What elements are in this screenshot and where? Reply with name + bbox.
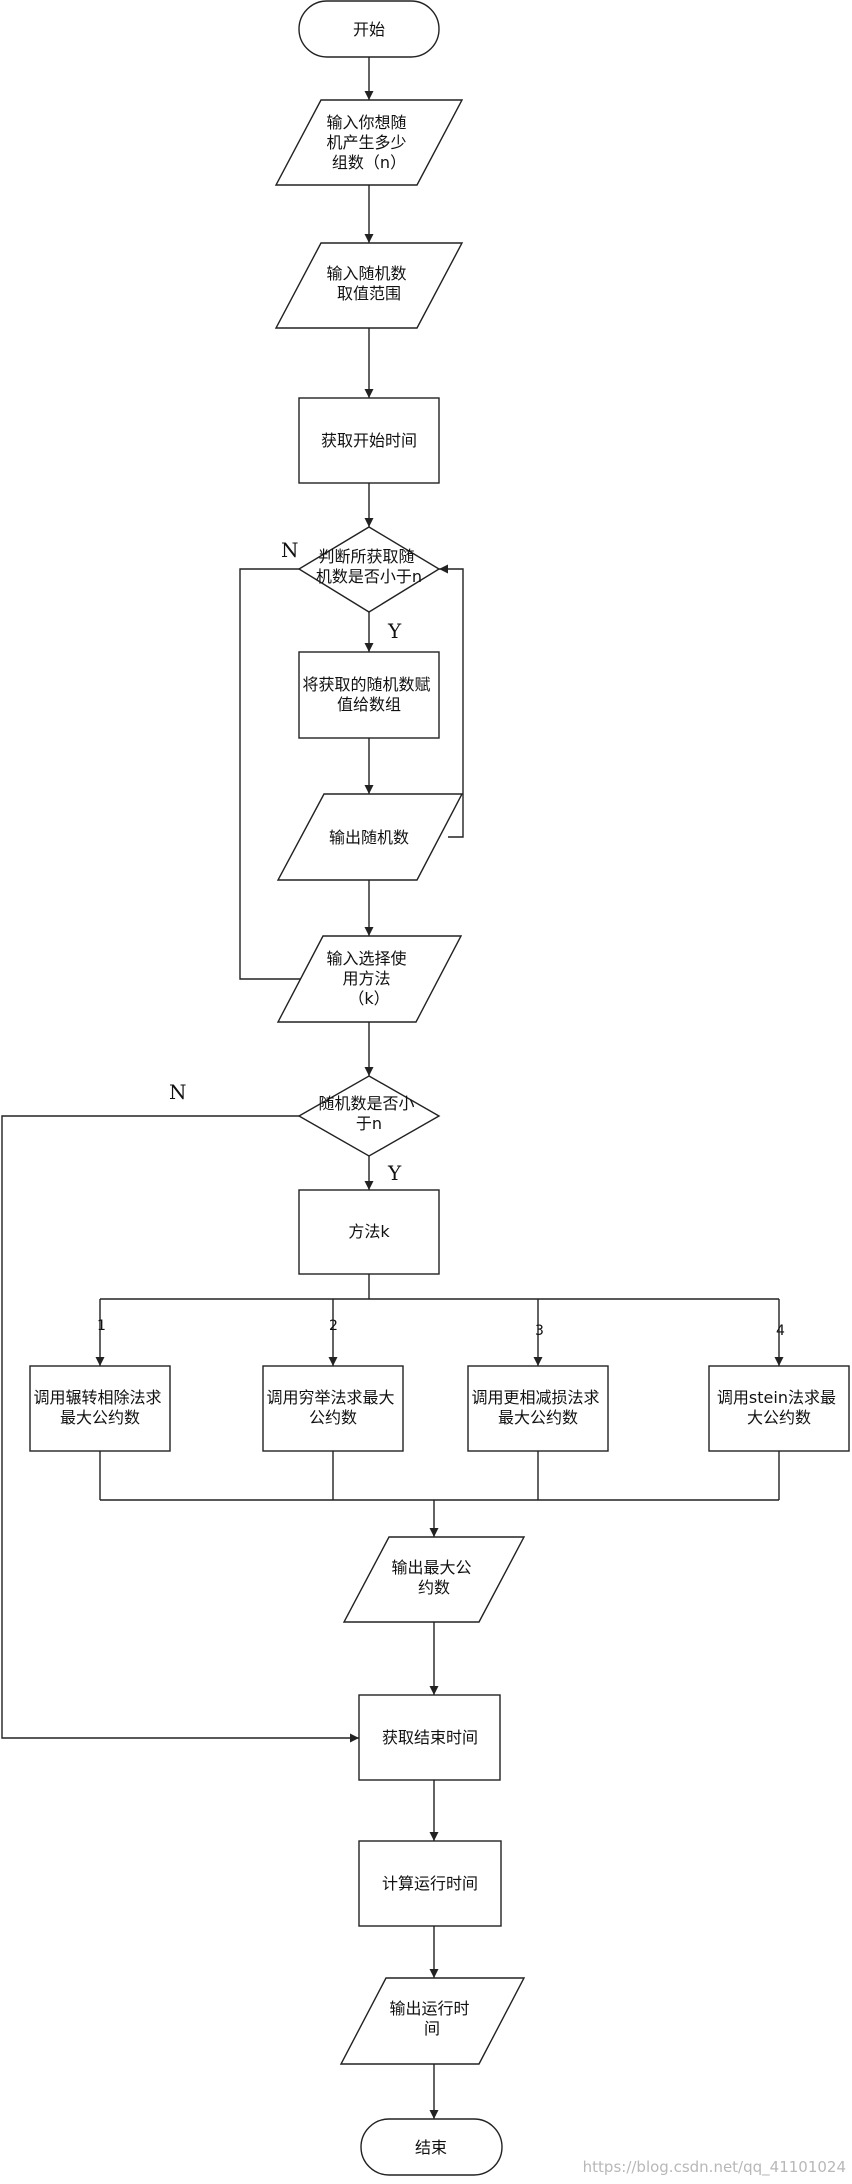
- node-assign-array: 将获取的随机数赋 值给数组: [298, 651, 440, 739]
- node-output-random: 输出随机数: [276, 793, 464, 881]
- node-calc-runtime: 计算运行时间: [358, 1840, 502, 1927]
- edges: [1, 57, 784, 2119]
- label-line: 调用穷举法求最大: [266, 1388, 394, 1407]
- check-yes-label: Y: [387, 1161, 402, 1185]
- label-line: 机产生多少: [326, 133, 406, 152]
- edge-loop-back: [439, 564, 464, 838]
- node-method-4-label: 调用stein法求最 大公约数: [717, 1388, 841, 1427]
- label-line: 取值范围: [337, 284, 401, 303]
- node-get-start-time-label: 获取开始时间: [321, 431, 417, 450]
- edge-check-no-to-end-time: [1, 1115, 359, 1743]
- node-get-end-time-label: 获取结束时间: [382, 1728, 478, 1747]
- node-get-start-time: 获取开始时间: [298, 397, 440, 484]
- label-line: 输出运行时: [389, 1999, 469, 2018]
- label-line: 输入你想随: [326, 113, 406, 132]
- loop-yes-label: Y: [387, 619, 402, 643]
- label-line: 机数是否小于n: [316, 567, 422, 586]
- node-decide-count: 判断所获取随 机数是否小于n: [297, 526, 441, 613]
- label-line: 值给数组: [337, 695, 401, 714]
- node-method-2: 调用穷举法求最大 公约数: [262, 1365, 404, 1452]
- node-method-3: 调用更相减损法求 最大公约数: [467, 1365, 609, 1452]
- node-input-count: 输入你想随 机产生多少 组数（n）: [274, 99, 464, 186]
- node-start-label: 开始: [353, 20, 385, 39]
- label-line: 约数: [418, 1578, 450, 1597]
- label-line: 最大公约数: [60, 1408, 140, 1427]
- node-assign-array-label: 将获取的随机数赋 值给数组: [302, 675, 435, 714]
- node-decide-count-label: 判断所获取随 机数是否小于n: [316, 547, 422, 586]
- label-line: 输入随机数: [326, 264, 406, 283]
- node-output-runtime: 输出运行时 间: [339, 1977, 526, 2065]
- label-line: 调用辗转相除法求: [33, 1388, 161, 1407]
- branch-3-label: 3: [535, 1323, 544, 1339]
- loop-no-label: N: [281, 538, 299, 562]
- label-line: 公约数: [309, 1408, 357, 1427]
- node-method-1-label: 调用辗转相除法求 最大公约数: [33, 1388, 166, 1427]
- label-line: 输出最大公: [391, 1558, 471, 1577]
- check-no-label: N: [169, 1080, 187, 1104]
- node-input-range-label: 输入随机数 取值范围: [326, 264, 411, 303]
- edge-decide-no-to-input-method: [239, 568, 312, 984]
- label-line: 间: [424, 2019, 440, 2038]
- watermark: https://blog.csdn.net/qq_41101024: [583, 2158, 846, 2177]
- label-line: 计算运行时间: [382, 1874, 478, 1893]
- node-output-gcd: 输出最大公 约数: [342, 1536, 526, 1623]
- node-method-k-label: 方法k: [348, 1222, 390, 1241]
- node-end-label: 结束: [415, 2138, 447, 2157]
- node-get-end-time: 获取结束时间: [358, 1694, 501, 1781]
- node-output-runtime-label: 输出运行时 间: [389, 1999, 474, 2038]
- branch-1-label: 1: [97, 1318, 106, 1334]
- node-method-3-label: 调用更相减损法求 最大公约数: [471, 1388, 604, 1427]
- branch-4-label: 4: [776, 1323, 785, 1339]
- label-line: 判断所获取随: [318, 547, 414, 566]
- node-decide-less-label: 随机数是否小 于n: [318, 1094, 419, 1133]
- label-line: 随机数是否小: [318, 1094, 414, 1113]
- label-line: 于n: [356, 1114, 382, 1133]
- label-line: 结束: [415, 2138, 447, 2157]
- label-line: 方法k: [348, 1222, 390, 1241]
- node-input-range: 输入随机数 取值范围: [274, 242, 464, 329]
- node-start: 开始: [298, 0, 440, 58]
- node-method-k: 方法k: [298, 1189, 440, 1275]
- label-line: 用方法: [342, 969, 390, 988]
- branch-2-label: 2: [329, 1318, 338, 1334]
- node-calc-runtime-label: 计算运行时间: [382, 1874, 478, 1893]
- label-line: 输入选择使: [326, 949, 406, 968]
- node-method-2-label: 调用穷举法求最大 公约数: [266, 1388, 399, 1427]
- label-line: 组数（n）: [332, 153, 406, 172]
- node-input-method: 输入选择使 用方法 （k）: [276, 935, 463, 1023]
- label-line: 大公约数: [747, 1408, 811, 1427]
- label-line: 将获取的随机数赋: [302, 675, 430, 694]
- node-method-4: 调用stein法求最 大公约数: [708, 1365, 850, 1452]
- label-line: 调用更相减损法求: [471, 1388, 599, 1407]
- label-line: 获取结束时间: [382, 1728, 478, 1747]
- node-input-method-label: 输入选择使 用方法 （k）: [326, 949, 411, 1008]
- label-line: 调用stein法求最: [717, 1388, 836, 1407]
- label-line: 输出随机数: [329, 828, 409, 847]
- node-end: 结束: [360, 2118, 503, 2176]
- label-line: 最大公约数: [498, 1408, 578, 1427]
- node-output-gcd-label: 输出最大公 约数: [391, 1558, 476, 1597]
- label-line: （k）: [348, 989, 389, 1008]
- node-decide-less: 随机数是否小 于n: [297, 1075, 441, 1157]
- node-method-1: 调用辗转相除法求 最大公约数: [29, 1365, 171, 1452]
- label-line: 获取开始时间: [321, 431, 417, 450]
- label-line: 开始: [353, 20, 385, 39]
- node-input-count-label: 输入你想随 机产生多少 组数（n）: [326, 113, 411, 172]
- node-output-random-label: 输出随机数: [329, 828, 409, 847]
